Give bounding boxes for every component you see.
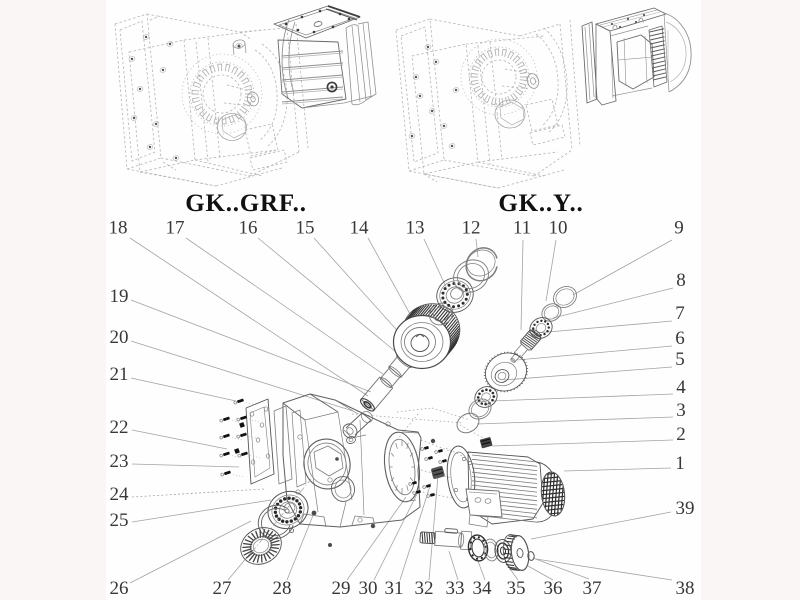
- svg-text:21: 21: [110, 364, 129, 385]
- svg-text:26: 26: [110, 578, 129, 599]
- svg-text:14: 14: [350, 218, 370, 239]
- svg-text:24: 24: [110, 484, 130, 505]
- svg-text:29: 29: [332, 578, 351, 599]
- svg-text:37: 37: [583, 578, 602, 599]
- svg-text:16: 16: [239, 218, 258, 239]
- svg-text:39: 39: [676, 498, 695, 519]
- svg-text:35: 35: [507, 578, 526, 599]
- svg-text:11: 11: [513, 218, 531, 239]
- svg-text:2: 2: [676, 424, 686, 445]
- svg-text:27: 27: [213, 578, 232, 599]
- svg-text:4: 4: [676, 377, 686, 398]
- svg-text:23: 23: [110, 451, 129, 472]
- svg-text:25: 25: [110, 510, 129, 531]
- svg-text:31: 31: [385, 578, 404, 599]
- svg-text:GK..Y..: GK..Y..: [498, 190, 583, 217]
- svg-text:30: 30: [359, 578, 378, 599]
- svg-text:13: 13: [406, 218, 425, 239]
- svg-text:12: 12: [462, 218, 481, 239]
- svg-text:33: 33: [446, 578, 465, 599]
- svg-text:34: 34: [473, 578, 493, 599]
- svg-text:9: 9: [674, 218, 684, 239]
- svg-text:1: 1: [675, 453, 685, 474]
- svg-text:7: 7: [675, 303, 685, 324]
- svg-text:36: 36: [544, 578, 563, 599]
- svg-text:17: 17: [166, 218, 185, 239]
- svg-text:5: 5: [675, 349, 685, 370]
- svg-text:38: 38: [676, 578, 695, 599]
- svg-text:20: 20: [110, 327, 129, 348]
- svg-text:18: 18: [109, 218, 128, 239]
- svg-text:GK..GRF..: GK..GRF..: [185, 190, 307, 217]
- svg-text:15: 15: [296, 218, 315, 239]
- svg-text:6: 6: [675, 328, 685, 349]
- svg-text:10: 10: [549, 218, 568, 239]
- svg-text:8: 8: [676, 270, 686, 291]
- svg-text:28: 28: [273, 578, 292, 599]
- svg-text:3: 3: [676, 400, 686, 421]
- svg-text:32: 32: [415, 578, 434, 599]
- svg-text:19: 19: [110, 286, 129, 307]
- svg-text:22: 22: [110, 417, 129, 438]
